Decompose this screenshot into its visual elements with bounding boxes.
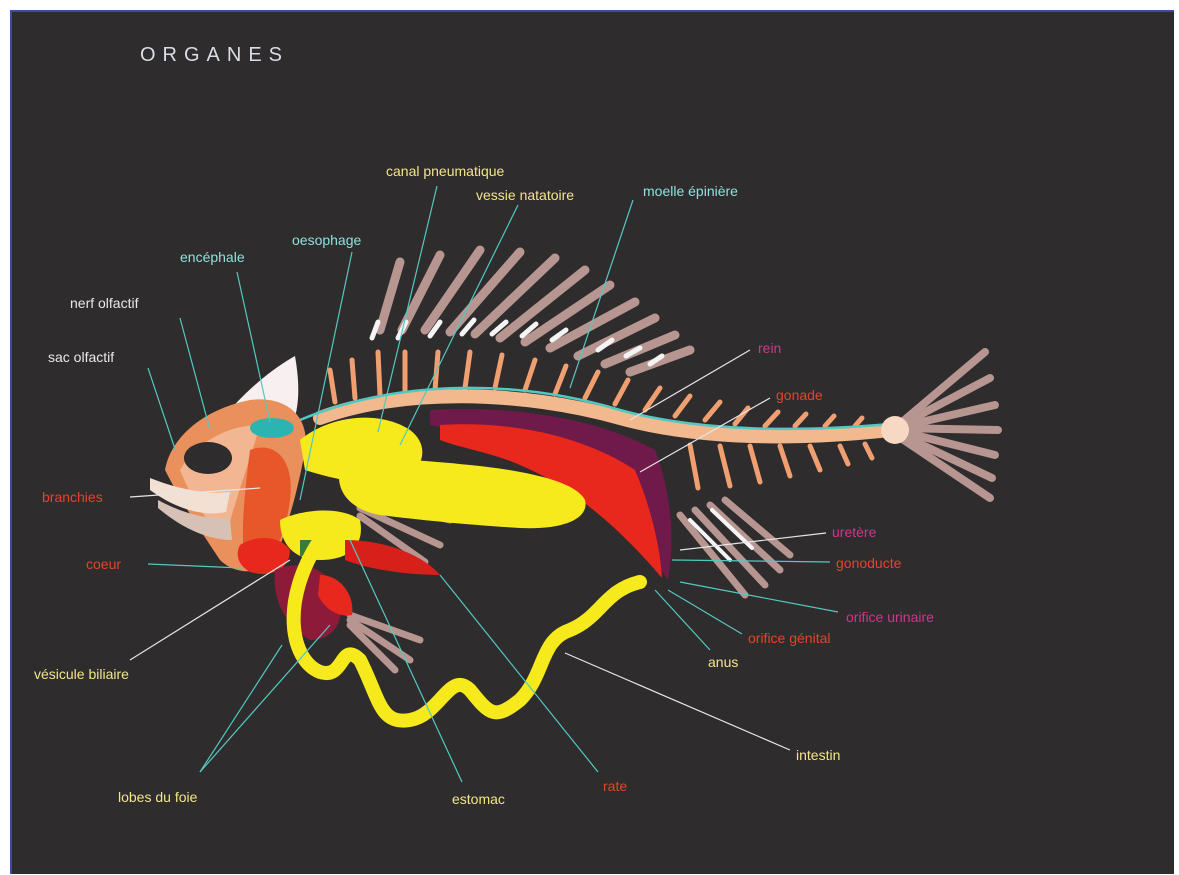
caudal-fin-base <box>881 416 909 444</box>
leader-nerf-olfactif <box>180 318 210 430</box>
label-branchies: branchies <box>42 489 103 505</box>
label-intestin: intestin <box>796 747 840 763</box>
label-nerf-olfactif: nerf olfactif <box>70 295 139 311</box>
leader-lobes-du-foie-1 <box>200 645 282 772</box>
label-orifice-genital: orifice génital <box>748 630 831 646</box>
leader-gonoducte <box>672 560 830 562</box>
spleen <box>345 540 440 575</box>
label-vesicule-biliaire: vésicule biliaire <box>34 666 129 682</box>
label-oesophage: oesophage <box>292 232 362 248</box>
brain <box>250 418 294 438</box>
label-lobes-du-foie: lobes du foie <box>118 789 198 805</box>
label-canal-pneumatique: canal pneumatique <box>386 163 505 179</box>
label-orifice-urinaire: orifice urinaire <box>846 609 934 625</box>
label-vessie-natatoire: vessie natatoire <box>476 187 574 203</box>
label-rein: rein <box>758 340 781 356</box>
eye-orbit <box>184 442 232 474</box>
leader-rein <box>630 350 750 420</box>
leader-orifice-genital <box>668 590 742 634</box>
leader-orifice-urinaire <box>680 582 838 612</box>
label-moelle-epiniere: moelle épinière <box>643 183 738 199</box>
leader-sac-olfactif <box>148 368 176 452</box>
leader-lobes-du-foie-2 <box>200 625 330 772</box>
label-rate: rate <box>603 778 627 794</box>
leader-rate <box>440 575 598 772</box>
leader-intestin <box>565 653 790 750</box>
dorsal-fin-rays <box>380 250 690 372</box>
label-gonoducte: gonoducte <box>836 555 902 571</box>
label-estomac: estomac <box>452 791 505 807</box>
label-anus: anus <box>708 654 738 670</box>
haemal-spines <box>690 444 872 488</box>
label-coeur: coeur <box>86 556 121 572</box>
intestine <box>294 540 640 721</box>
label-sac-olfactif: sac olfactif <box>48 349 114 365</box>
label-uretere: uretère <box>832 524 877 540</box>
leader-vesicule-biliaire <box>130 560 290 660</box>
label-encephale: encéphale <box>180 249 245 265</box>
caudal-fin <box>895 352 998 498</box>
label-gonade: gonade <box>776 387 823 403</box>
